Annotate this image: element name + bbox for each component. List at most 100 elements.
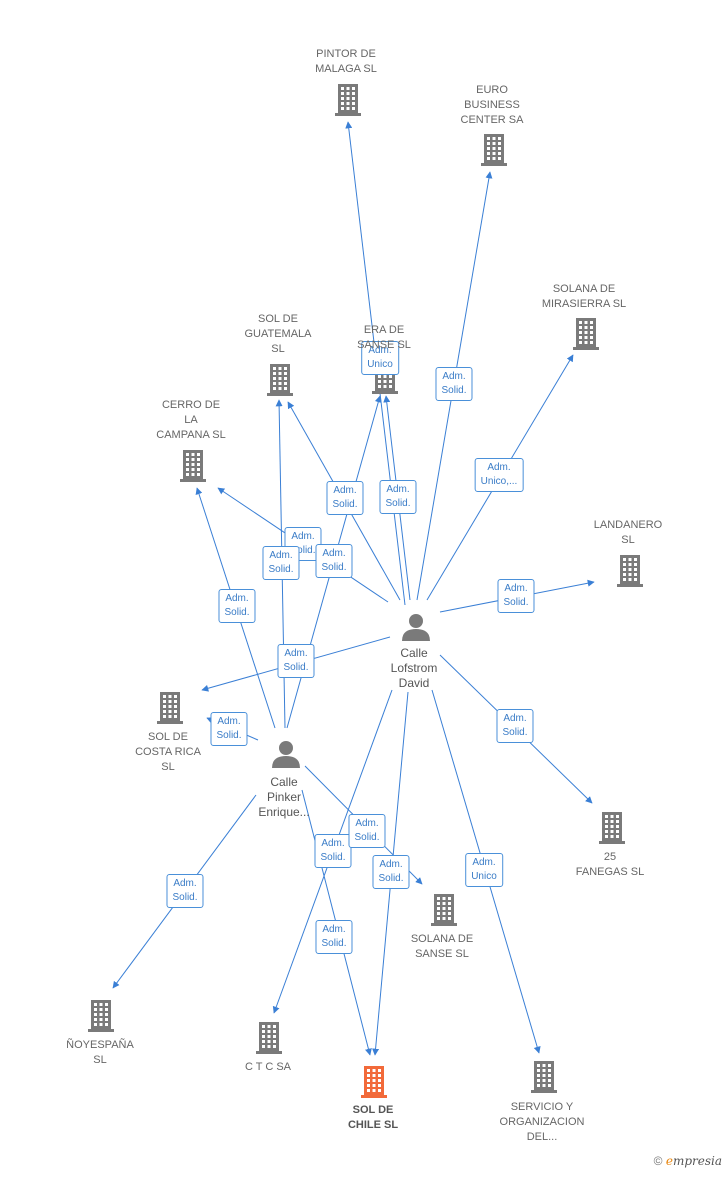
node-label-line: COSTA RICA (135, 746, 201, 758)
building-icon-guatemala[interactable] (267, 364, 293, 396)
building-icon-servicio[interactable] (531, 1061, 557, 1093)
node-label-line: David (398, 676, 430, 690)
edge-label-line: Adm. (355, 818, 379, 829)
edge-label-line: Adm. (322, 548, 346, 559)
edge-label-lofstrom-guatemala[interactable]: Adm.Solid. (326, 481, 364, 515)
node-label-line: SL (161, 761, 175, 773)
edge-label-lofstrom-landanero[interactable]: Adm.Solid. (497, 579, 535, 613)
edge-label-line: Unico (367, 359, 393, 370)
node-label-line: EURO (476, 84, 508, 96)
edge-label-line: Solid. (172, 892, 198, 903)
edge-label-lofstrom-servicio[interactable]: Adm. Unico (465, 853, 503, 887)
node-label-line: SL (621, 534, 635, 546)
edge-label-line: Solid. (378, 873, 404, 884)
edge-label-line: Adm. (225, 593, 249, 604)
node-label-line: SOLANA DE (410, 933, 474, 945)
brand-initial: e (665, 1154, 673, 1168)
edge-label-line: Adm. (503, 713, 527, 724)
node-label-line: SOLANA DE (552, 283, 616, 295)
edge-label-line: Solid. (502, 727, 528, 738)
edge-label-pinker-costarica[interactable]: Adm.Solid. (210, 712, 248, 746)
building-icon-landanero[interactable] (617, 555, 643, 587)
node-label-line: CHILE SL (347, 1119, 399, 1131)
building-icon-campana[interactable] (180, 450, 206, 482)
node-label-line: ORGANIZACION (499, 1116, 585, 1128)
node-label-line: SOL DE (148, 731, 188, 743)
edge-label-line: Adm. (472, 857, 496, 868)
edge-label-lofstrom-chile[interactable]: Adm. Solid. (372, 855, 410, 889)
building-icon-solana_sanse[interactable] (431, 894, 457, 926)
node-label-pintor[interactable]: PINTOR DE MALAGA SL (315, 47, 377, 77)
node-label-line: MALAGA SL (315, 63, 377, 75)
node-label-chile[interactable]: SOL DE CHILE SL (348, 1103, 398, 1133)
edge-label-line: Adm. (487, 462, 511, 473)
building-icon-fanegas[interactable] (599, 812, 625, 844)
edge-label-line: Adm. (217, 716, 241, 727)
edge-label-lofstrom-euro[interactable]: Adm.Solid. (435, 367, 473, 401)
node-label-line: 25 (603, 851, 617, 863)
edge-label-line: Solid. (441, 385, 467, 396)
edge-label-line: Adm. (322, 924, 346, 935)
edge-label-line: Solid. (283, 662, 309, 673)
edge-label-lofstrom-pintor[interactable]: Adm.Unico (361, 341, 399, 375)
edge-label-lofstrom-solana_mira[interactable]: Adm.Unico,... (474, 458, 524, 492)
edge-label-pinker-chile[interactable]: Adm.Solid. (315, 920, 353, 954)
node-label-ctc[interactable]: C T C SA (245, 1060, 291, 1075)
node-label-line: ERA DE (363, 324, 405, 336)
node-label-line: SL (271, 343, 285, 355)
building-icon-solana_mira[interactable] (573, 318, 599, 350)
building-icon-euro[interactable] (481, 134, 507, 166)
edge-label-lofstrom-costarica[interactable]: Adm. Solid. (277, 644, 315, 678)
building-icon-ctc[interactable] (256, 1022, 282, 1054)
edge-label-line: Solid. (320, 852, 346, 863)
edge-label-line: Unico (471, 871, 497, 882)
edge-label-line: Adm. (269, 550, 293, 561)
node-label-line: CENTER SA (460, 114, 524, 126)
edge-label-pinker-noyespana[interactable]: Adm. Solid. (166, 874, 204, 908)
person-icon-pinker[interactable] (272, 741, 300, 768)
node-label-line: GUATEMALA (244, 328, 312, 340)
building-icon-chile[interactable] (361, 1066, 387, 1098)
edge-label-line: Solid. (290, 545, 316, 556)
building-icon-noyespana[interactable] (88, 1000, 114, 1032)
edge-label-line: Solid. (385, 498, 411, 509)
edge-label-line: Solid. (354, 832, 380, 843)
edge-label-lofstrom-era[interactable]: Adm.Solid. (379, 480, 417, 514)
node-label-line: LA (184, 414, 198, 426)
edge-label-pinker-guatemala[interactable]: Adm.Solid. (262, 546, 300, 580)
node-label-line: Enrique... (258, 805, 310, 819)
edge-label-line: Solid. (224, 607, 250, 618)
edge-label-line: Adm. (173, 878, 197, 889)
edge-label-line: Adm. (333, 485, 357, 496)
node-label-line: DEL... (526, 1131, 558, 1143)
building-icon-costarica[interactable] (157, 692, 183, 724)
building-icon-pintor[interactable] (335, 84, 361, 116)
edge-label-line: Adm. (284, 648, 308, 659)
edge-label-pinker-era[interactable]: Adm.Solid. (315, 544, 353, 578)
node-label-line: SOL DE (352, 1104, 394, 1116)
edge-label-line: Adm. (321, 838, 345, 849)
node-label-line: CERRO DE (161, 399, 221, 411)
node-label-line: ÑOYESPAÑA (66, 1039, 134, 1051)
edge-label-lofstrom-ctc[interactable]: Adm. Solid. (314, 834, 352, 868)
node-label-costarica[interactable]: SOL DE COSTA RICA SL (135, 730, 201, 775)
edge-label-lofstrom-fanegas[interactable]: Adm. Solid. (496, 709, 534, 743)
edge-label-line: Adm. (379, 859, 403, 870)
edge-label-pinker-solana_sanse[interactable]: Adm. Solid. (348, 814, 386, 848)
node-label-line: PINTOR DE (316, 48, 376, 60)
edge-label-pinker-campana[interactable]: Adm. Solid. (218, 589, 256, 623)
person-icon-lofstrom[interactable] (402, 614, 430, 641)
